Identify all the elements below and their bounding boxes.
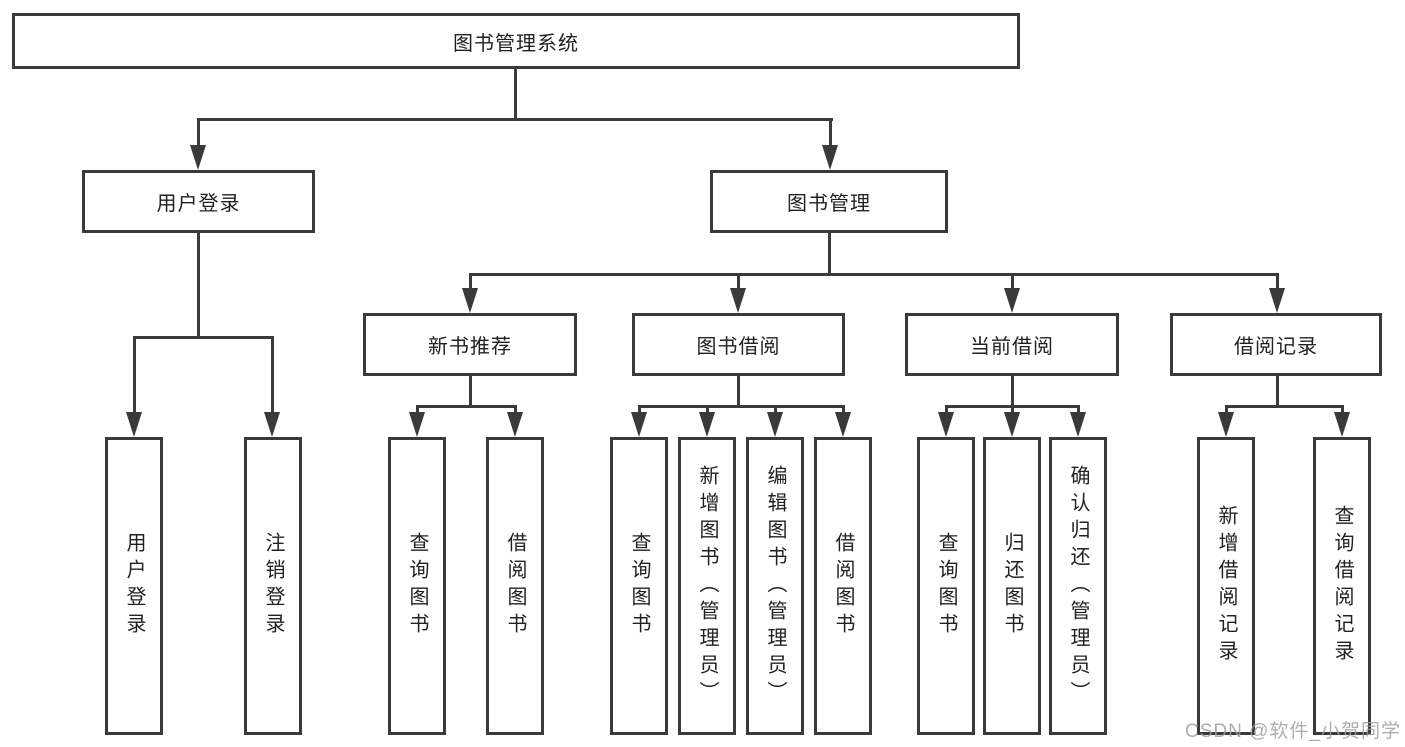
connector-line: [1011, 405, 1014, 414]
connector-line: [828, 233, 831, 275]
node-cb-confirm-return-admin: 确认归还（管理员）: [1049, 437, 1107, 735]
connector-line: [416, 405, 517, 408]
node-bb-add-books-admin-label: 新增图书（管理员）: [696, 464, 718, 708]
connector-line: [829, 118, 832, 147]
connector-line: [706, 405, 709, 414]
node-borrow-records-label: 借阅记录: [1234, 336, 1318, 358]
node-cb-query-books-label: 查询图书: [935, 532, 957, 640]
arrow-down-icon: [835, 412, 851, 437]
node-cb-return-books: 归还图书: [983, 437, 1041, 735]
arrow-down-icon: [1004, 412, 1020, 437]
connector-line: [774, 405, 777, 414]
connector-line: [1225, 405, 1228, 414]
connector-line: [197, 118, 200, 147]
node-borrow-records: 借阅记录: [1170, 313, 1382, 376]
connector-line: [1276, 273, 1279, 291]
node-nb-query-books: 查询图书: [388, 437, 446, 735]
connector-line: [1276, 376, 1279, 407]
arrow-down-icon: [1070, 412, 1086, 437]
arrow-down-icon: [1004, 288, 1020, 313]
node-bb-borrow-books: 借阅图书: [814, 437, 872, 735]
connector-line: [514, 69, 517, 120]
node-br-query-record: 查询借阅记录: [1313, 437, 1371, 735]
node-nb-query-books-label: 查询图书: [406, 532, 428, 640]
node-nb-borrow-books-label: 借阅图书: [504, 532, 526, 640]
arrow-down-icon: [409, 412, 425, 437]
connector-line: [469, 273, 472, 291]
arrow-down-icon: [631, 412, 647, 437]
arrow-down-icon: [264, 412, 280, 437]
node-book-management-label: 图书管理: [787, 193, 871, 215]
arrow-down-icon: [1269, 288, 1285, 313]
node-nb-borrow-books: 借阅图书: [486, 437, 544, 735]
node-cb-return-books-label: 归还图书: [1001, 532, 1023, 640]
node-bb-borrow-books-label: 借阅图书: [832, 532, 854, 640]
arrow-down-icon: [190, 145, 206, 170]
arrow-down-icon: [767, 412, 783, 437]
node-root-label: 图书管理系统: [453, 32, 579, 55]
node-root: 图书管理系统: [12, 13, 1020, 69]
node-br-add-record-label: 新增借阅记录: [1215, 505, 1237, 667]
connector-line: [197, 233, 200, 339]
connector-line: [271, 336, 274, 413]
connector-line: [842, 405, 845, 414]
connector-line: [514, 405, 517, 414]
node-book-management: 图书管理: [710, 170, 948, 233]
node-cb-confirm-return-admin-label: 确认归还（管理员）: [1067, 464, 1089, 708]
node-user-login-label: 用户登录: [156, 193, 241, 215]
connector-line: [197, 118, 833, 121]
arrow-down-icon: [822, 145, 838, 170]
node-new-book-recommend-label: 新书推荐: [428, 336, 512, 358]
arrow-down-icon: [462, 288, 478, 313]
node-br-query-record-label: 查询借阅记录: [1331, 505, 1353, 667]
connector-line: [416, 405, 419, 414]
connector-line: [737, 376, 740, 407]
connector-line: [1225, 405, 1344, 408]
arrow-down-icon: [126, 412, 142, 437]
node-book-borrowing-label: 图书借阅: [696, 336, 781, 358]
csdn-watermark: CSDN @软件_小贺同学: [1185, 721, 1401, 742]
node-leaf-logout: 注销登录: [244, 437, 302, 735]
node-cb-query-books: 查询图书: [917, 437, 975, 735]
node-user-login: 用户登录: [82, 170, 315, 233]
connector-line: [638, 405, 641, 414]
node-bb-edit-books-admin: 编辑图书（管理员）: [746, 437, 804, 735]
arrow-down-icon: [1334, 412, 1350, 437]
connector-line: [469, 273, 1279, 276]
node-leaf-logout-label: 注销登录: [262, 532, 284, 640]
node-leaf-user-login: 用户登录: [105, 437, 163, 735]
connector-line: [737, 273, 740, 291]
connector-line: [945, 405, 948, 414]
node-br-add-record: 新增借阅记录: [1197, 437, 1255, 735]
connector-line: [133, 336, 136, 413]
node-bb-add-books-admin: 新增图书（管理员）: [678, 437, 736, 735]
connector-line: [1077, 405, 1080, 414]
node-current-borrowing: 当前借阅: [905, 313, 1119, 376]
connector-line: [638, 405, 845, 408]
arrow-down-icon: [1218, 412, 1234, 437]
connector-line: [1011, 376, 1014, 407]
node-bb-query-books-label: 查询图书: [628, 532, 650, 640]
connector-line: [133, 336, 274, 339]
arrow-down-icon: [507, 412, 523, 437]
node-current-borrowing-label: 当前借阅: [970, 336, 1054, 358]
connector-line: [469, 376, 472, 407]
arrow-down-icon: [699, 412, 715, 437]
arrow-down-icon: [730, 288, 746, 313]
node-bb-edit-books-admin-label: 编辑图书（管理员）: [764, 464, 786, 708]
node-new-book-recommend: 新书推荐: [363, 313, 577, 376]
connector-line: [1341, 405, 1344, 414]
arrow-down-icon: [938, 412, 954, 437]
node-book-borrowing: 图书借阅: [632, 313, 845, 376]
node-bb-query-books: 查询图书: [610, 437, 668, 735]
connector-line: [1011, 273, 1014, 291]
node-leaf-user-login-label: 用户登录: [123, 532, 145, 640]
